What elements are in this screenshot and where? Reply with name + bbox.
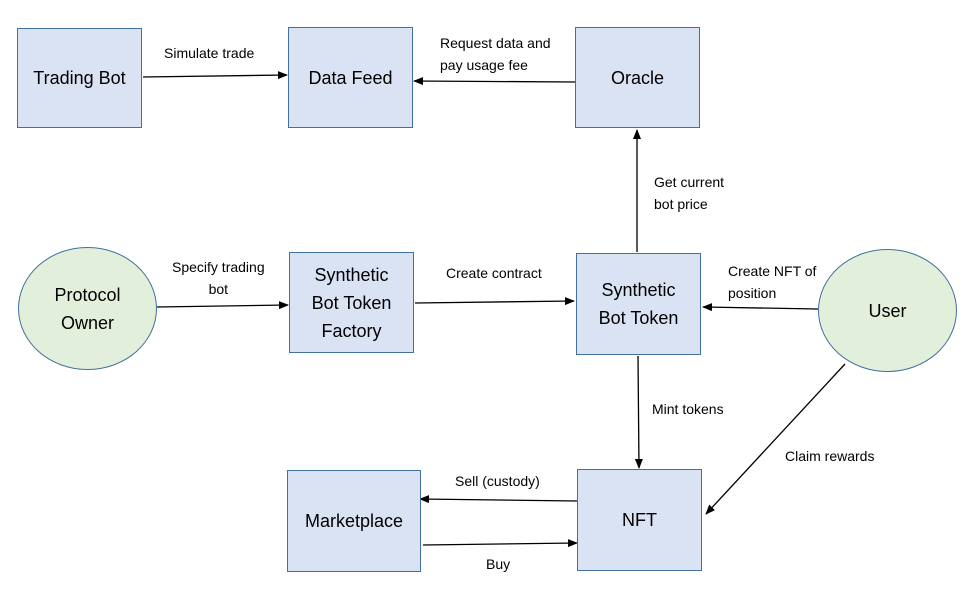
trading-bot-node: Trading Bot	[17, 28, 142, 128]
trading-bot-label: Trading Bot	[33, 68, 126, 88]
marketplace-node: Marketplace	[287, 470, 421, 572]
synthetic-bot-token-label: Synthetic Bot Token	[598, 280, 679, 328]
edge-label-mint-tokens: Mint tokens	[652, 401, 724, 417]
oracle-label: Oracle	[610, 67, 664, 88]
edge-label-specify-bot: Specify trading bot	[172, 259, 265, 297]
arrow-claim-rewards	[705, 363, 846, 515]
arrow-simulate-trade	[142, 71, 288, 80]
arrow-buy	[422, 539, 578, 548]
edge-label-claim-rewards: Claim rewards	[785, 448, 875, 464]
user-label: User	[868, 300, 907, 321]
nft-label: NFT	[622, 510, 657, 530]
edge-label-get-price: Get current bot price	[654, 174, 725, 212]
edge-label-request-data: Request data and pay usage fee	[440, 35, 551, 73]
oracle-node: Oracle	[575, 27, 700, 128]
arrow-sell	[419, 495, 578, 504]
arrow-request-data	[413, 77, 576, 86]
arrow-mint-tokens	[634, 355, 643, 469]
data-feed-label: Data Feed	[308, 67, 393, 88]
nft-node: NFT	[577, 469, 702, 571]
edge-label-create-nft: Create NFT of position	[728, 263, 817, 301]
data-feed-node: Data Feed	[288, 27, 413, 128]
edge-label-create-contract: Create contract	[446, 265, 542, 281]
protocol-owner-node: Protocol Owner	[18, 247, 157, 370]
arrow-create-contract	[414, 297, 575, 306]
marketplace-label: Marketplace	[304, 511, 404, 531]
user-node: User	[818, 249, 957, 372]
edge-label-sell: Sell (custody)	[455, 473, 540, 489]
edge-label-buy: Buy	[486, 556, 511, 572]
arrow-specify-bot	[156, 301, 289, 310]
arrow-create-nft	[702, 303, 819, 312]
factory-node: Synthetic Bot Token Factory	[289, 252, 414, 353]
edge-label-simulate-trade: Simulate trade	[164, 45, 255, 61]
synthetic-bot-token-node: Synthetic Bot Token	[576, 253, 701, 355]
protocol-owner-label: Protocol Owner	[54, 284, 121, 333]
factory-label: Synthetic Bot Token Factory	[311, 264, 392, 341]
